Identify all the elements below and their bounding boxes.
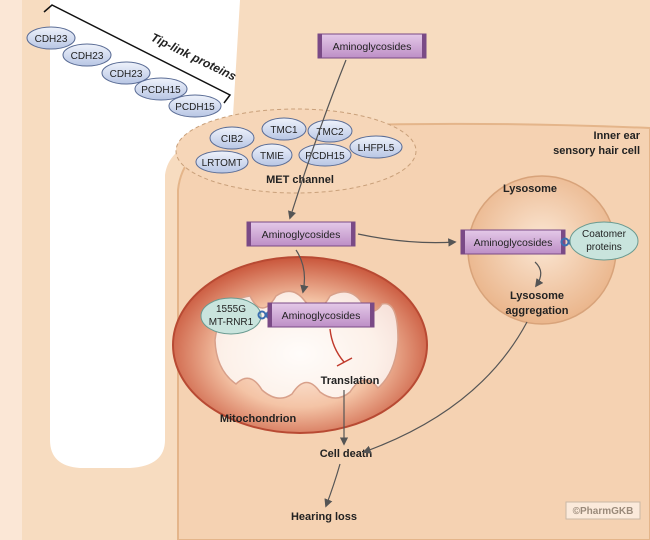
met-protein-tmie: TMIE <box>251 143 293 167</box>
cell-label-line2: sensory hair cell <box>553 145 640 157</box>
tip-link-protein-pcdh15-2: PCDH15 <box>168 94 222 118</box>
arrow-to-hearing-loss <box>324 463 341 508</box>
met-channel-label: MET channel <box>266 174 334 186</box>
protein-label: CIB2 <box>221 134 244 145</box>
aminoglycosides-extracellular: Aminoglycosides <box>317 33 427 59</box>
drug-label: Aminoglycosides <box>333 41 412 53</box>
cell-death-label: Cell death <box>320 448 373 460</box>
met-protein-tmc1: TMC1 <box>261 117 307 141</box>
arrow-to-mitochondrion <box>295 249 309 294</box>
met-protein-lhfpl5: LHFPL5 <box>349 135 403 159</box>
met-protein-cib2: CIB2 <box>209 126 255 150</box>
protein-label: TMC2 <box>316 127 344 138</box>
mitochondrion-title: Mitochondrion <box>220 413 297 425</box>
tip-link-protein-pcdh15-1: PCDH15 <box>134 77 188 101</box>
mt-rnr1-variant: 1555G MT-RNR1 <box>200 297 262 335</box>
met-protein-tmc2: TMC2 <box>307 119 353 143</box>
partner-label-line2: proteins <box>586 242 622 253</box>
pharmgkb-credit: ©PharmGKB <box>565 501 641 520</box>
tip-link-bracket <box>43 4 232 104</box>
arrow-entry <box>288 59 347 220</box>
lysosome-aggregation-line2: aggregation <box>506 305 569 317</box>
inhibition-arrow <box>329 328 353 367</box>
translation-label: Translation <box>321 375 380 387</box>
protein-label: LHFPL5 <box>358 143 395 154</box>
aminoglycosides-cytoplasm: Aminoglycosides <box>246 221 356 247</box>
met-protein-lrtomt: LRTOMT <box>195 150 249 174</box>
lysosome-title: Lysosome <box>503 183 557 195</box>
drug-label: Aminoglycosides <box>282 310 361 322</box>
protein-label: LRTOMT <box>202 158 243 169</box>
protein-label: CDH23 <box>35 34 68 45</box>
protein-label: CDH23 <box>110 69 143 80</box>
protein-label: TMIE <box>260 151 284 162</box>
protein-label: PCDH15 <box>141 85 181 96</box>
arrow-aggregation-to-death <box>362 321 528 454</box>
met-protein-pcdh15: PCDH15 <box>298 143 352 167</box>
protein-label: PCDH15 <box>175 102 215 113</box>
credit-text: ©PharmGKB <box>573 506 634 517</box>
tip-link-protein-cdh23-3: CDH23 <box>101 61 151 85</box>
protein-label: TMC1 <box>270 125 298 136</box>
aminoglycosides-mitochondrion: Aminoglycosides <box>267 302 375 328</box>
coatomer-proteins: Coatomer proteins <box>569 221 639 261</box>
aminoglycosides-lysosome: Aminoglycosides <box>460 229 566 255</box>
arrow-to-aggregation <box>534 261 544 288</box>
hearing-loss-label: Hearing loss <box>291 511 357 523</box>
tip-link-protein-cdh23-2: CDH23 <box>62 43 112 67</box>
arrow-to-lysosome <box>357 233 457 247</box>
variant-label-line2: MT-RNR1 <box>209 317 254 328</box>
cell-label-line1: Inner ear <box>594 130 641 142</box>
drug-label: Aminoglycosides <box>262 229 341 241</box>
cell-edge <box>0 0 22 540</box>
protein-label: CDH23 <box>71 51 104 62</box>
lysosome-aggregation-line1: Lysosome <box>510 290 564 302</box>
variant-label-line1: 1555G <box>216 304 246 315</box>
protein-label: PCDH15 <box>305 151 345 162</box>
partner-label-line1: Coatomer <box>582 229 627 240</box>
drug-label: Aminoglycosides <box>474 237 553 249</box>
tip-link-protein-cdh23-1: CDH23 <box>26 26 76 50</box>
